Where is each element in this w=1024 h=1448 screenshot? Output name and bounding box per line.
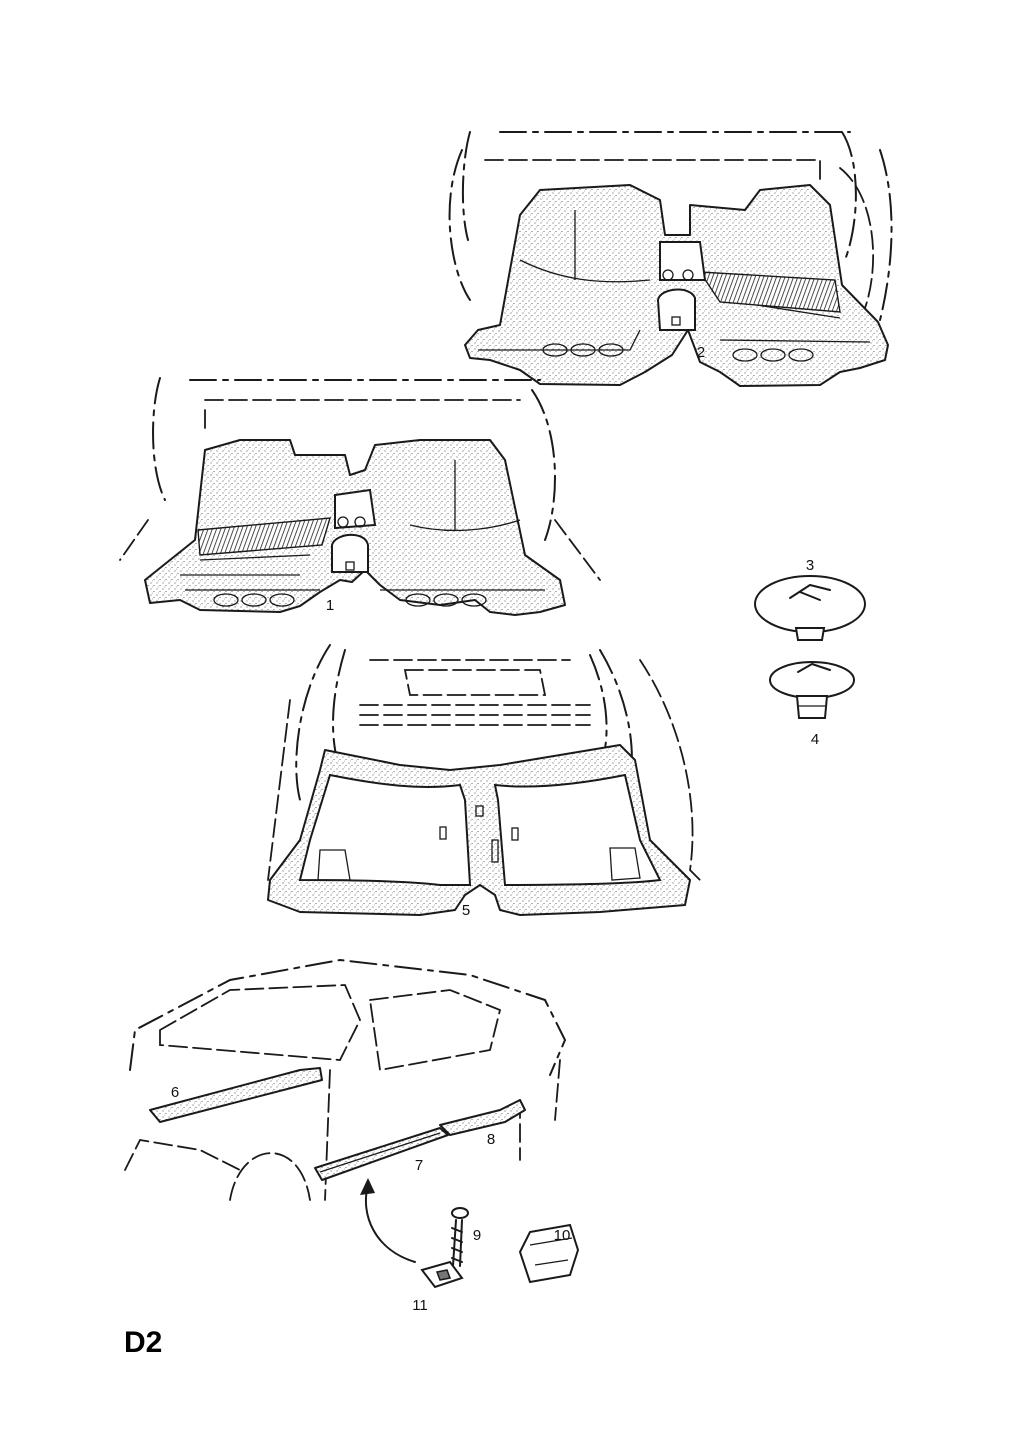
floor-carpet-rhd [448, 131, 893, 387]
assembly-arrowhead [360, 1178, 375, 1195]
callout-8: 8 [487, 1131, 495, 1148]
callout-5: 5 [462, 902, 470, 919]
sill-plate-7 [314, 1127, 449, 1181]
callout-4: 4 [811, 731, 819, 748]
sill-trim-6 [149, 1067, 323, 1123]
car-body-outline [124, 958, 567, 1201]
rear-floor-carpet [267, 644, 701, 916]
clip-10 [518, 1223, 580, 1284]
callout-11: 11 [412, 1297, 428, 1314]
page-code: D2 [124, 1326, 162, 1359]
nut-clip-11 [420, 1260, 464, 1289]
sill-plate-8 [439, 1099, 526, 1136]
callout-7: 7 [415, 1157, 423, 1174]
floor-carpet-lhd [119, 377, 601, 616]
callout-10: 10 [554, 1227, 571, 1244]
callout-6: 6 [171, 1084, 179, 1101]
callout-1: 1 [326, 597, 334, 614]
callout-9: 9 [473, 1227, 481, 1244]
screw-9 [451, 1207, 469, 1267]
fastener-clip-4 [769, 661, 855, 719]
fastener-clip-3 [754, 575, 866, 641]
callout-3: 3 [806, 557, 814, 574]
callout-2: 2 [697, 344, 705, 361]
assembly-arrow [364, 1184, 416, 1263]
